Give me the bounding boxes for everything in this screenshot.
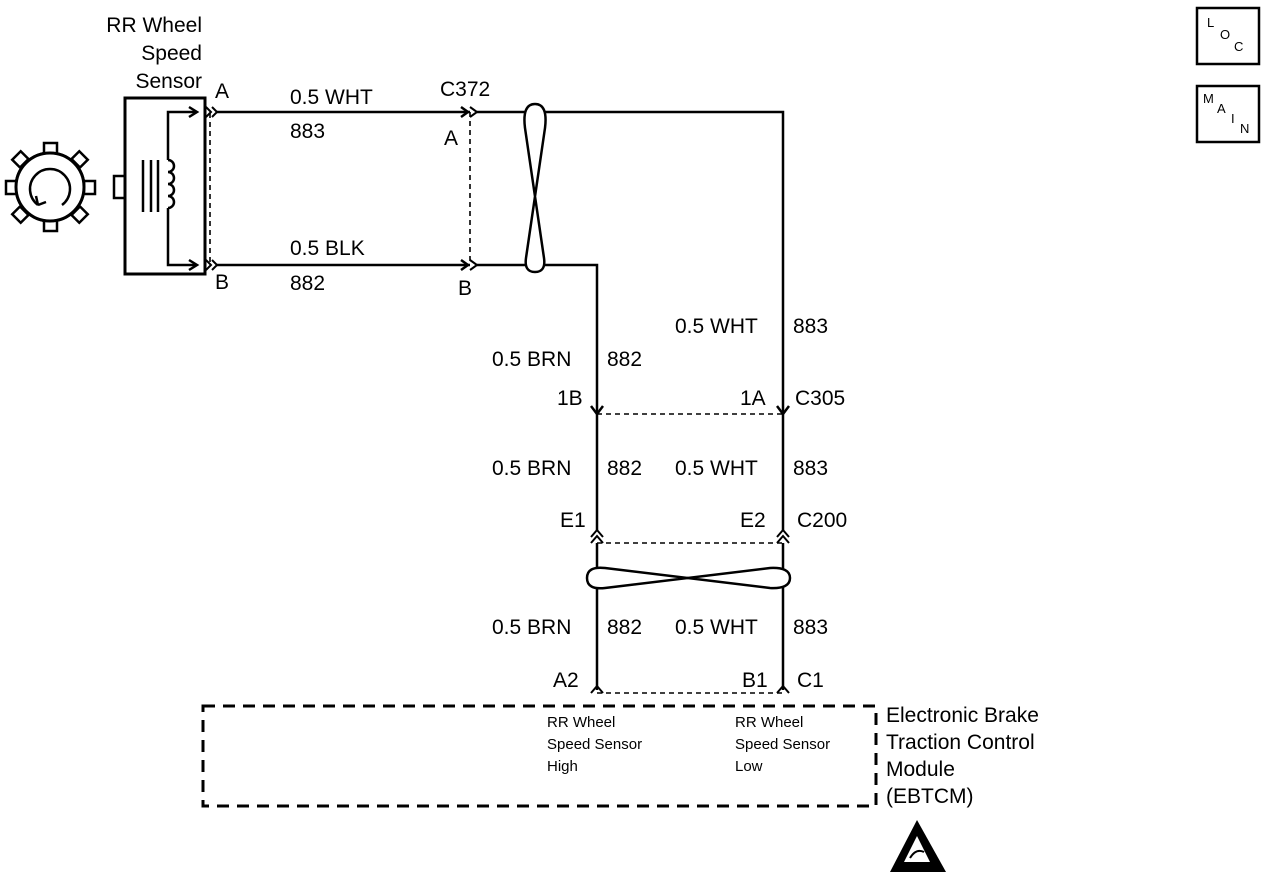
- run3-left-circuit: 882: [607, 616, 642, 639]
- run1-left-circuit: 882: [607, 348, 642, 371]
- main-letter-n: N: [1240, 121, 1249, 136]
- loc-letter-l: L: [1207, 15, 1214, 30]
- c1-label: C1: [797, 669, 824, 692]
- twisted-pair-vertical: [523, 102, 547, 274]
- ebtcm-input-high-3: High: [547, 758, 578, 775]
- wire-top-wht-circuit: 883: [290, 120, 325, 143]
- wire-top-blk-color: 0.5 BLK: [290, 237, 365, 260]
- sensor-title-line3: Sensor: [135, 70, 202, 93]
- sensor-body: [112, 96, 207, 276]
- c305-pin-left: 1B: [557, 387, 583, 410]
- ebtcm-input-low-3: Low: [735, 758, 763, 775]
- c200-pin-right: E2: [740, 509, 766, 532]
- run3-right-color: 0.5 WHT: [675, 616, 758, 639]
- main-button[interactable]: M A I N: [1195, 84, 1261, 144]
- sensor-pin-a: A: [215, 80, 229, 103]
- ebtcm-title-line4: (EBTCM): [886, 785, 974, 808]
- ebtcm-title-line3: Module: [886, 758, 955, 781]
- twisted-pair-horizontal: [585, 566, 792, 590]
- run1-left-color: 0.5 BRN: [492, 348, 571, 371]
- loc-letter-o: O: [1220, 27, 1230, 42]
- run2-left-color: 0.5 BRN: [492, 457, 571, 480]
- main-letter-m: M: [1203, 91, 1214, 106]
- ebtcm-input-high-2: Speed Sensor: [547, 736, 642, 753]
- sensor-title-line2: Speed: [141, 42, 202, 65]
- main-letter-i: I: [1231, 111, 1235, 126]
- run2-left-circuit: 882: [607, 457, 642, 480]
- wire-top-blk-circuit: 882: [290, 272, 325, 295]
- run2-right-color: 0.5 WHT: [675, 457, 758, 480]
- c372-connector: [460, 105, 479, 272]
- c200-pin-left: E1: [560, 509, 586, 532]
- ebtcm-title-line1: Electronic Brake: [886, 704, 1039, 727]
- c200-label: C200: [797, 509, 847, 532]
- loc-button[interactable]: L O C: [1195, 6, 1261, 66]
- main-letter-a: A: [1217, 101, 1226, 116]
- c372-label: C372: [440, 78, 490, 101]
- wire-883-run: [477, 110, 785, 412]
- run3-right-circuit: 883: [793, 616, 828, 639]
- ebtcm-input-low-2: Speed Sensor: [735, 736, 830, 753]
- c1-connector: [590, 684, 790, 694]
- ebtcm-module-box: [201, 704, 878, 808]
- sensor-connector: [205, 106, 219, 271]
- c1-pin-right: B1: [742, 669, 768, 692]
- sensor-pin-b: B: [215, 271, 229, 294]
- wire-882-run: [477, 263, 599, 412]
- run2-right-circuit: 883: [793, 457, 828, 480]
- tone-wheel-icon: [4, 141, 97, 233]
- sensor-title-line1: RR Wheel: [106, 14, 202, 37]
- ebtcm-input-high-1: RR Wheel: [547, 714, 615, 731]
- ebtcm-input-low-1: RR Wheel: [735, 714, 803, 731]
- ebtcm-title-line2: Traction Control: [886, 731, 1035, 754]
- run1-right-circuit: 883: [793, 315, 828, 338]
- wire-top-wht-color: 0.5 WHT: [290, 86, 373, 109]
- c372-pin-a: A: [444, 127, 458, 150]
- run3-left-color: 0.5 BRN: [492, 616, 571, 639]
- c200-connector: [590, 528, 790, 544]
- esd-warning-icon: [890, 820, 946, 872]
- loc-letter-c: C: [1234, 39, 1243, 54]
- c372-pin-b: B: [458, 277, 472, 300]
- run1-right-color: 0.5 WHT: [675, 315, 758, 338]
- c1-pin-left: A2: [553, 669, 579, 692]
- c305-label: C305: [795, 387, 845, 410]
- c305-pin-right: 1A: [740, 387, 766, 410]
